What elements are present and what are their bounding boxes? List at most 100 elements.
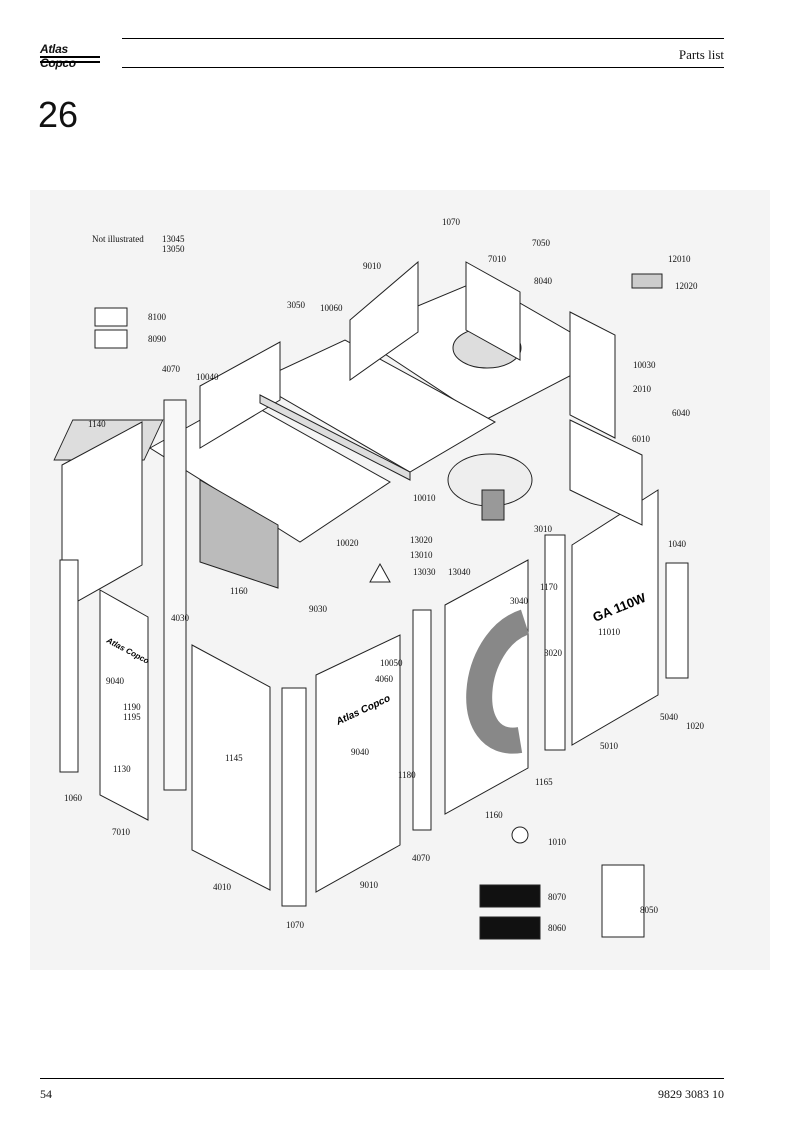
part-callout-8070: 8070 <box>548 892 567 902</box>
part-callout-1145: 1145 <box>225 753 243 763</box>
logo-bar-top <box>40 56 100 58</box>
part-callout-3050: 3050 <box>287 300 306 310</box>
part-callout-13030: 13030 <box>413 567 436 577</box>
back-panel-2010 <box>569 311 616 439</box>
brand-name: Atlas Copco <box>40 42 76 70</box>
decal-8100 <box>94 307 128 327</box>
corner-post-1060 <box>59 559 79 773</box>
part-callout-10050: 10050 <box>380 658 403 668</box>
exploded-view-figure: Not illustrated 13045 13050 GA 110W Atla… <box>30 190 770 970</box>
part-callout-11010: 11010 <box>598 627 621 637</box>
chapter-number: 26 <box>38 94 79 135</box>
door-panel-9010 <box>315 634 401 893</box>
decal-12020 <box>631 273 663 289</box>
part-callout-1140: 1140 <box>88 419 106 429</box>
part-callout-10040: 10040 <box>196 372 219 382</box>
part-callout-13020: 13020 <box>410 535 433 545</box>
part-callout-5010: 5010 <box>600 741 619 751</box>
part-callout-7010: 7010 <box>112 827 131 837</box>
part-callout-7010: 7010 <box>488 254 507 264</box>
corner-post-1040 <box>665 562 689 679</box>
part-callout-3020: 3020 <box>544 648 563 658</box>
part-callout-1190: 1190 <box>123 702 141 712</box>
part-callout-1060: 1060 <box>64 793 83 803</box>
part-callout-1130: 1130 <box>113 764 131 774</box>
part-callout-9040: 9040 <box>106 676 125 686</box>
document-number: 9829 3083 10 <box>658 1087 724 1101</box>
part-callout-1195: 1195 <box>123 712 141 722</box>
corner-post-1070 <box>281 687 307 907</box>
decal-8060 <box>479 916 541 940</box>
not-illustrated-note: Not illustrated <box>92 234 144 244</box>
part-callout-3040: 3040 <box>510 596 529 606</box>
part-callout-6010: 6010 <box>632 434 651 444</box>
part-callout-8100: 8100 <box>148 312 167 322</box>
part-callout-12020: 12020 <box>675 281 698 291</box>
part-callout-9010: 9010 <box>363 261 382 271</box>
warning-decal-13030 <box>369 562 391 583</box>
part-callout-7050: 7050 <box>532 238 551 248</box>
roof-panel-middle <box>253 339 497 473</box>
part-callout-5040: 5040 <box>660 712 679 722</box>
decal-8090 <box>94 329 128 349</box>
footer-rule <box>40 1078 724 1079</box>
part-callout-1160: 1160 <box>230 586 248 596</box>
decal-8050 <box>601 864 645 938</box>
clamp-1010 <box>511 826 529 844</box>
part-callout-9010: 9010 <box>360 880 379 890</box>
part-callout-1070: 1070 <box>286 920 305 930</box>
part-callout-2010: 2010 <box>633 384 652 394</box>
part-callout-1180: 1180 <box>398 770 416 780</box>
part-callout-4010: 4010 <box>213 882 232 892</box>
part-callout-4060: 4060 <box>375 674 394 684</box>
corner-post-3010 <box>544 534 566 751</box>
g-logo <box>466 609 531 754</box>
header-rule-top <box>122 38 724 39</box>
back-panel-9010 <box>349 260 419 381</box>
door-panel-4010 <box>191 644 271 891</box>
page-number: 54 <box>40 1087 52 1101</box>
logo-bar-bottom <box>40 61 100 63</box>
section-title: Parts list <box>678 47 724 62</box>
part-callout-6040: 6040 <box>672 408 691 418</box>
exploded-view-drawing: Not illustrated 13045 13050 GA 110W Atla… <box>53 217 705 940</box>
back-panel-7010 <box>465 261 521 361</box>
inner-panel-1160 <box>199 479 279 589</box>
part-callout-9040: 9040 <box>351 747 370 757</box>
part-callout-10010: 10010 <box>413 493 436 503</box>
part-callout-8090: 8090 <box>148 334 167 344</box>
part-callout-8050: 8050 <box>640 905 659 915</box>
part-callout-1160: 1160 <box>485 810 503 820</box>
part-callout-9030: 9030 <box>309 604 328 614</box>
not-illustrated-part-1: 13045 <box>162 234 185 244</box>
part-callout-10020: 10020 <box>336 538 359 548</box>
fan-motor <box>481 489 505 521</box>
part-callout-1070: 1070 <box>442 217 461 227</box>
decal-8070 <box>479 884 541 908</box>
part-callout-3010: 3010 <box>534 524 553 534</box>
part-callout-4030: 4030 <box>171 613 190 623</box>
side-panel-6010 <box>569 419 643 526</box>
part-callout-1040: 1040 <box>668 539 687 549</box>
part-callout-1010: 1010 <box>548 837 567 847</box>
header-rule-bottom <box>122 67 724 68</box>
back-panel-left <box>199 341 281 449</box>
atlas-copco-logo: Atlas Copco <box>40 42 100 70</box>
part-callout-1020: 1020 <box>686 721 705 731</box>
part-callout-13010: 13010 <box>410 550 433 560</box>
part-callout-8040: 8040 <box>534 276 553 286</box>
not-illustrated-part-2: 13050 <box>162 244 185 254</box>
part-callout-10030: 10030 <box>633 360 656 370</box>
part-callout-1170: 1170 <box>540 582 558 592</box>
part-callout-4070: 4070 <box>412 853 431 863</box>
part-callout-13040: 13040 <box>448 567 471 577</box>
corner-post-4070-front <box>412 609 432 831</box>
rail-10010 <box>259 394 411 481</box>
door-panel-7010 <box>99 589 149 821</box>
corner-post-4070 <box>163 399 187 791</box>
part-callout-10060: 10060 <box>320 303 343 313</box>
part-callout-1165: 1165 <box>535 777 553 787</box>
part-callout-4070: 4070 <box>162 364 181 374</box>
part-callout-8060: 8060 <box>548 923 567 933</box>
part-callout-12010: 12010 <box>668 254 691 264</box>
